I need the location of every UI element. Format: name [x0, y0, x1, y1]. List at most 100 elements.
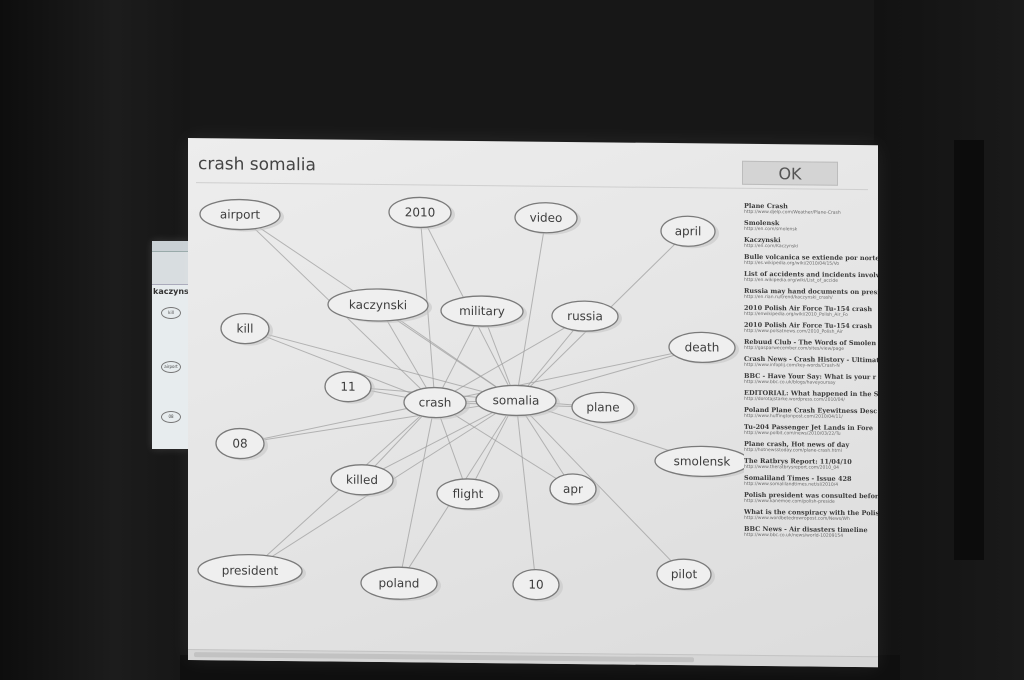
graph-nodes: airport 2010 video april kill kaczynski milita…	[197, 196, 744, 602]
graph-edges	[239, 212, 703, 585]
graph-node-pilot[interactable]: pilot	[656, 558, 715, 592]
graph-node-08[interactable]: 08	[215, 427, 268, 461]
node-label: airport	[220, 207, 261, 221]
node-label: 2010	[405, 205, 436, 219]
node-label: 10	[528, 578, 543, 592]
result-url: http://en.com/Kaczynski	[744, 243, 799, 250]
node-ellipse[interactable]	[360, 566, 438, 600]
graph-node-kaczynski[interactable]: kaczynski	[327, 288, 432, 324]
node-ellipse[interactable]	[514, 202, 578, 234]
node-ellipse[interactable]	[436, 478, 500, 510]
ok-button[interactable]: OK	[742, 160, 838, 186]
scrollbar-thumb[interactable]	[194, 652, 694, 663]
node-ellipse[interactable]	[199, 198, 281, 231]
node-ellipse[interactable]	[660, 215, 716, 247]
graph-node-death[interactable]: death	[668, 331, 739, 365]
graph-edge	[239, 399, 517, 445]
graph-edge	[434, 315, 586, 404]
graph-node-plane[interactable]: plane	[571, 391, 638, 425]
node-ellipse[interactable]	[388, 196, 452, 229]
node-ellipse[interactable]	[549, 473, 597, 505]
graph-node-airport[interactable]: airport	[199, 198, 284, 232]
graph-node-smolensk[interactable]: smolensk	[654, 445, 744, 479]
graph-edge	[515, 400, 685, 575]
node-ellipse[interactable]	[571, 391, 635, 423]
node-label: 08	[232, 436, 247, 450]
node-label: kill	[237, 322, 254, 336]
node-ellipse[interactable]	[403, 386, 467, 419]
side-node: airport	[161, 361, 181, 373]
node-ellipse[interactable]	[512, 568, 560, 601]
node-label: military	[459, 304, 505, 318]
graph-node-poland[interactable]: poland	[360, 566, 441, 602]
side-toolbar	[152, 252, 188, 285]
graph-node-russia[interactable]: russia	[551, 300, 622, 334]
graph-node-11[interactable]: 11	[324, 371, 375, 404]
node-ellipse[interactable]	[215, 427, 265, 460]
node-label: video	[530, 211, 563, 225]
side-projection: kaczynski kill airport 08	[152, 241, 188, 449]
graph-node-kill[interactable]: kill	[220, 312, 273, 346]
node-ellipse[interactable]	[330, 464, 394, 496]
node-label: crash	[419, 395, 452, 409]
projected-screen: OK airport 2010 video april kill kaczynski mil…	[188, 138, 878, 668]
node-ellipse[interactable]	[668, 331, 736, 364]
node-ellipse[interactable]	[440, 295, 524, 327]
graph-node-military[interactable]: military	[440, 295, 527, 329]
result-url: http://en.com/smolensk	[744, 226, 798, 233]
node-label: flight	[453, 487, 484, 501]
graph-node-killed[interactable]: killed	[330, 464, 397, 497]
graph-node-video[interactable]: video	[514, 202, 581, 235]
node-label: pilot	[671, 567, 698, 581]
graph-node-apr[interactable]: apr	[549, 473, 600, 507]
node-label: kaczynski	[349, 298, 407, 313]
node-ellipse[interactable]	[197, 553, 303, 588]
graph-edge	[434, 402, 574, 490]
graph-node-crash[interactable]: crash	[403, 386, 470, 420]
door-frame	[954, 140, 984, 560]
side-node: 08	[161, 411, 181, 423]
graph-node-10[interactable]: 10	[512, 568, 563, 602]
graph-edge	[515, 400, 537, 585]
node-ellipse[interactable]	[327, 288, 429, 322]
side-titlebar	[152, 241, 188, 252]
node-label: smolensk	[674, 454, 731, 469]
node-ellipse[interactable]	[324, 371, 372, 403]
node-ellipse[interactable]	[220, 312, 270, 345]
graph-node-april[interactable]: april	[660, 215, 719, 249]
graph-node-2010[interactable]: 2010	[388, 196, 455, 230]
result-url: http://www.somalilandtimes.net/sl/2010/4	[744, 481, 839, 488]
node-ellipse[interactable]	[475, 384, 557, 417]
node-ellipse[interactable]	[656, 558, 712, 590]
room-wall-right	[874, 0, 1024, 680]
node-ellipse[interactable]	[551, 300, 619, 332]
node-ellipse[interactable]	[654, 445, 744, 478]
room-wall-top	[190, 0, 880, 140]
graph-node-somalia[interactable]: somalia	[475, 384, 560, 418]
result-item[interactable]: List of accidents and incidents involvin…	[744, 270, 878, 285]
graph-node-president[interactable]: president	[197, 553, 306, 589]
graph-node-flight[interactable]: flight	[436, 478, 503, 512]
node-label: somalia	[493, 393, 540, 407]
node-label: russia	[567, 309, 603, 323]
